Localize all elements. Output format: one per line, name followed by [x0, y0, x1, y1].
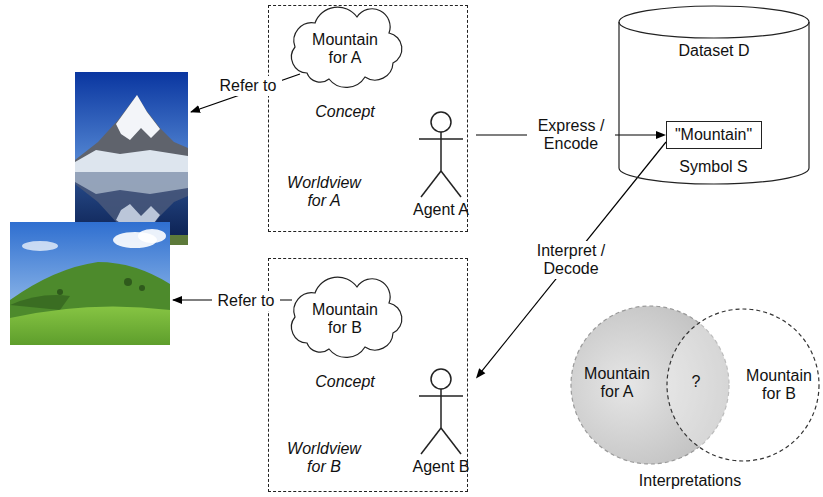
concept-caption: Concept	[305, 103, 385, 121]
edge-label: Express / Encode	[527, 116, 615, 154]
worldview-label: Worldview for A	[279, 174, 369, 210]
worldview-frame: Worldview for BMountain for BConceptAgen…	[268, 258, 468, 492]
concept-cloud: Mountain for A Concept	[285, 7, 405, 125]
arrow-head	[476, 368, 485, 378]
concept-text: Mountain for B	[305, 301, 385, 337]
mountain-photo	[75, 72, 188, 245]
dataset-cylinder: Dataset D"Mountain"Symbol S	[618, 5, 810, 187]
interpretation-circle-outline	[666, 308, 820, 462]
agent-name: Agent B	[406, 458, 476, 476]
agent-name: Agent A	[406, 201, 476, 219]
agent-figure: Agent B	[406, 366, 476, 478]
symbol-name: Symbol S	[667, 158, 760, 176]
agent-figure-outline	[406, 109, 476, 199]
agent-figure: Agent A	[406, 109, 476, 221]
agent-figure-outline	[406, 366, 476, 456]
symbol-box: "Mountain"Symbol S	[666, 121, 762, 149]
dataset-name: Dataset D	[664, 42, 764, 60]
edge-label: Interpret / Decode	[527, 241, 615, 279]
worldview-frame: Worldview for AMountain for AConceptAgen…	[268, 5, 468, 232]
refer-arrow	[191, 74, 300, 112]
venn-caption: Interpretations	[630, 472, 750, 490]
concept-cloud: Mountain for B Concept	[285, 277, 405, 395]
overlap-mark: ?	[688, 373, 704, 391]
concept-text: Mountain for A	[305, 31, 385, 67]
symbol-text: "Mountain"	[667, 126, 760, 144]
refer-label: Refer to	[214, 76, 282, 96]
hill-photo	[10, 222, 170, 345]
refer-label: Refer to	[212, 291, 280, 311]
interpretation-text: Mountain for A	[580, 365, 654, 401]
concept-caption: Concept	[305, 373, 385, 391]
worldview-label: Worldview for B	[279, 440, 369, 476]
arrow-head	[656, 131, 666, 139]
interpretation-circle: Mountain for B	[666, 308, 820, 462]
interpretation-text: Mountain for B	[742, 367, 816, 403]
